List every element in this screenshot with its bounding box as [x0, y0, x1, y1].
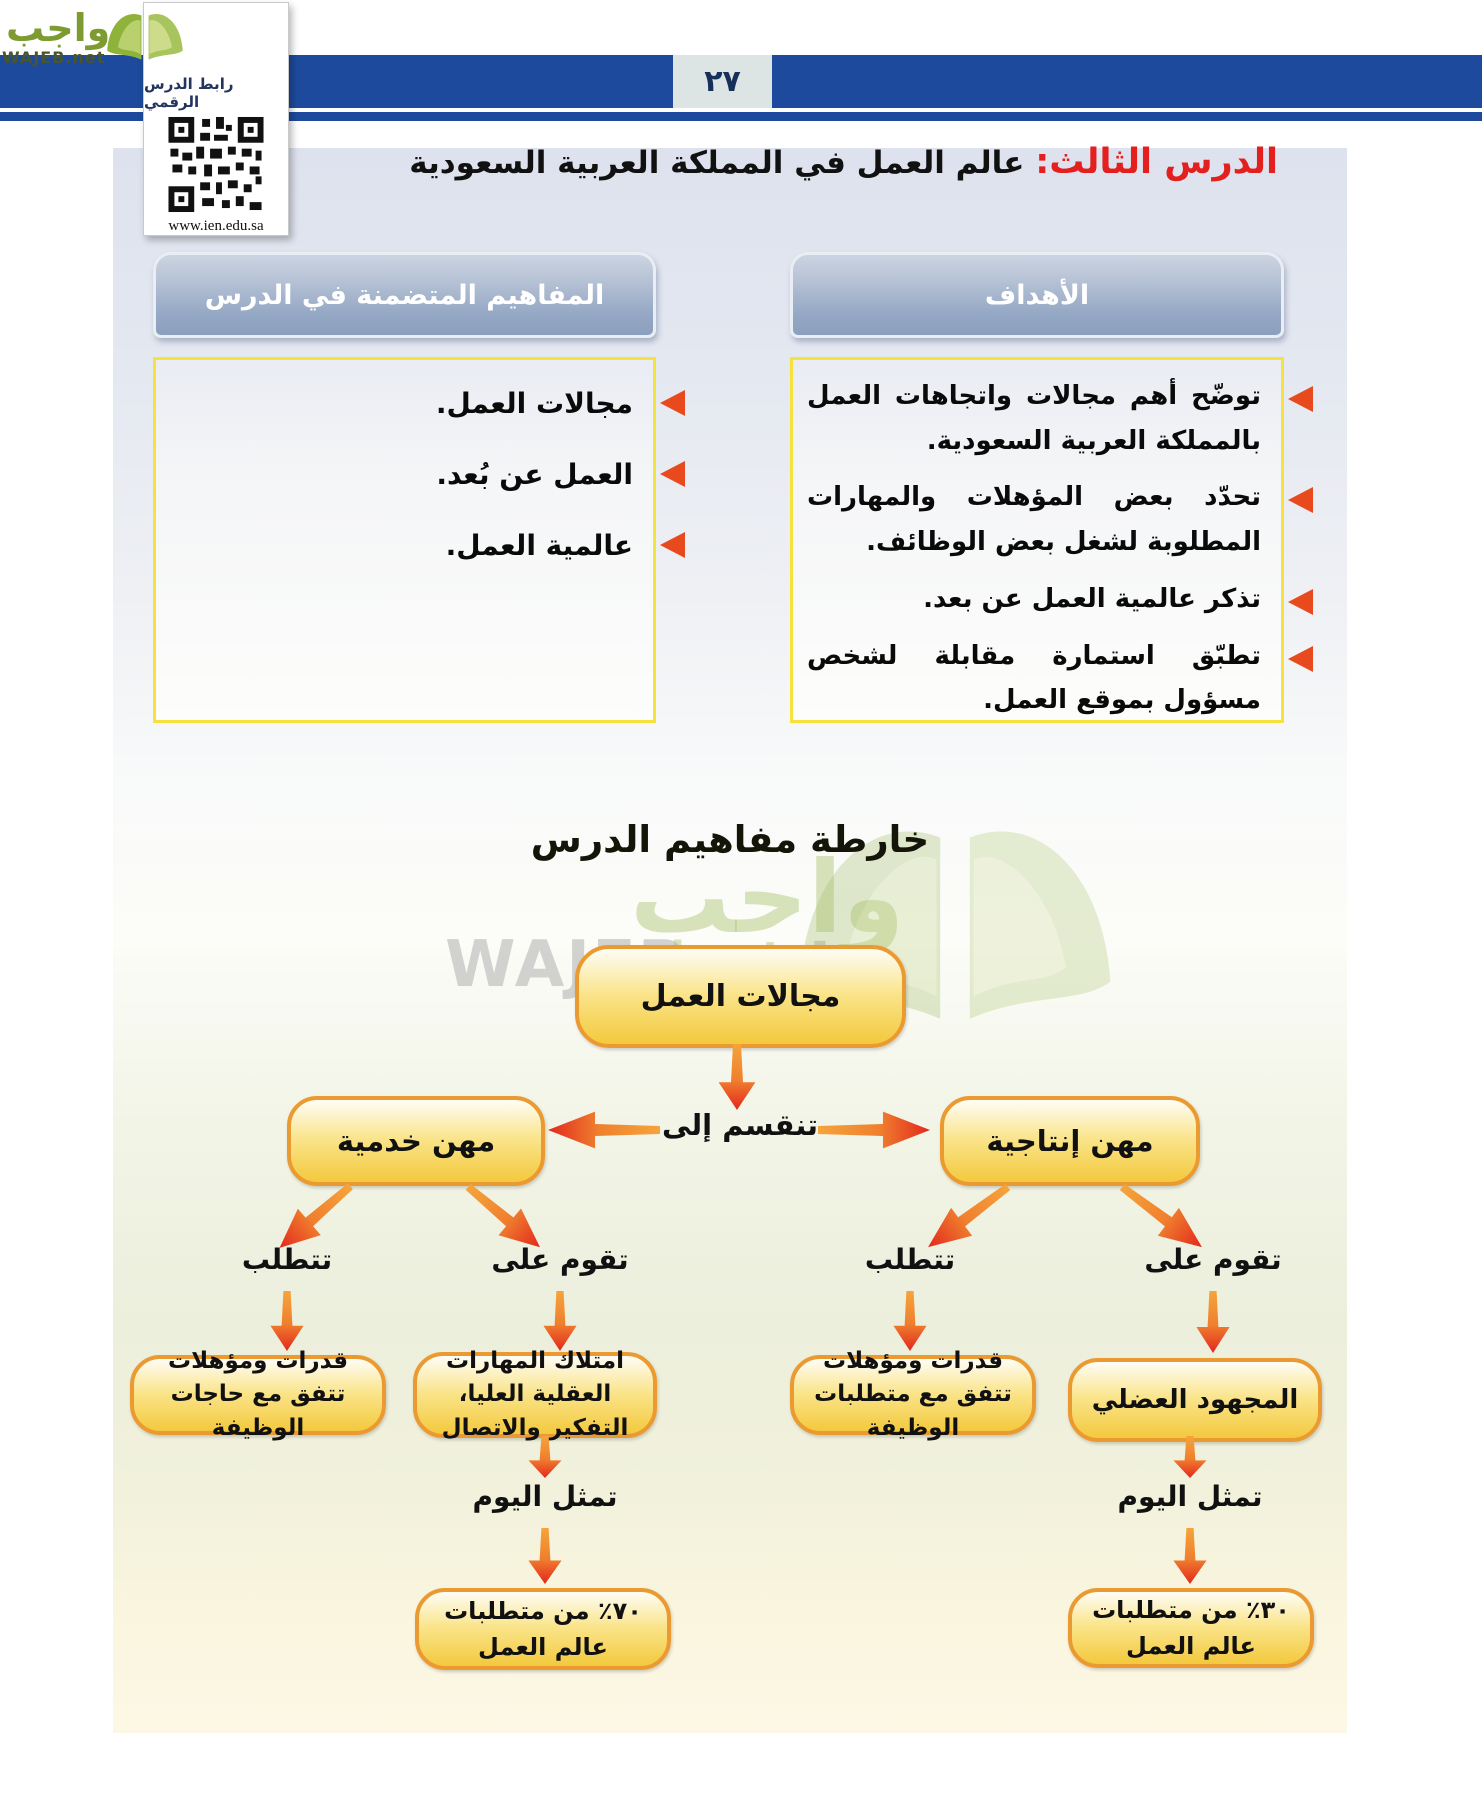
- concepts-list: مجالات العمل. العمل عن بُعد. عالمية العم…: [156, 360, 685, 569]
- objective-item: توضّح أهم مجالات واتجاهات العمل بالمملكة…: [807, 374, 1313, 463]
- objective-text: تحدّد بعض المؤهلات والمهارات المطلوبة لش…: [807, 482, 1261, 558]
- map-label-based-on-right: تقوم على: [1144, 1243, 1282, 1276]
- qr-caption: رابط الدرس الرقمي: [144, 75, 234, 111]
- wajeb-logo-latin: WAJEB.net: [2, 48, 106, 67]
- map-node-service-based: امتلاك المهارات العقلية العليا، التفكير …: [413, 1348, 657, 1441]
- map-label-requires-right: تتطلب: [864, 1243, 956, 1276]
- bullet-triangle-icon: [1288, 588, 1313, 615]
- map-node-service-jobs: مهن خدمية: [287, 1096, 545, 1186]
- bullet-triangle-icon: [1288, 487, 1313, 514]
- map-node-30-percent: ٣٠٪ من متطلبات عالم العمل: [1068, 1588, 1314, 1668]
- concept-item: العمل عن بُعد.: [170, 453, 685, 498]
- map-label-requires-left: تتطلب: [241, 1243, 333, 1276]
- objectives-header: الأهداف: [790, 252, 1284, 338]
- concepts-box: مجالات العمل. العمل عن بُعد. عالمية العم…: [153, 357, 685, 723]
- bullet-triangle-icon: [1288, 645, 1313, 672]
- lesson-number-label: الدرس الثالث:: [1035, 142, 1278, 182]
- objective-text: تطبّق استمارة مقابلة لشخص مسؤول بموقع ال…: [807, 640, 1261, 716]
- bullet-triangle-icon: [660, 460, 685, 487]
- qr-code: [166, 115, 266, 214]
- map-title: خارطة مفاهيم الدرس: [530, 818, 930, 861]
- map-node-work-fields: مجالات العمل: [575, 945, 906, 1048]
- open-book-icon: [107, 14, 183, 60]
- map-node-productive-requires: قدرات ومؤهلات تتفق مع متطلبات الوظيفة: [790, 1348, 1036, 1441]
- page-number: ٢٧: [673, 55, 772, 108]
- bullet-triangle-icon: [660, 531, 685, 558]
- lesson-title-text: عالم العمل في المملكة العربية السعودية: [409, 145, 1025, 181]
- wajeb-logo-arabic: واجب: [6, 6, 111, 50]
- map-label-today-left: تمثل اليوم: [472, 1480, 618, 1513]
- map-node-70-percent: ٧٠٪ من متطلبات عالم العمل: [415, 1588, 671, 1670]
- top-bar-thin: [0, 112, 1482, 121]
- map-node-muscular-effort: المجهود العضلي: [1068, 1358, 1322, 1442]
- objective-text: توضّح أهم مجالات واتجاهات العمل بالمملكة…: [807, 381, 1261, 456]
- concept-text: العمل عن بُعد.: [436, 457, 633, 491]
- map-label-based-on-left: تقوم على: [491, 1243, 629, 1276]
- lesson-title: الدرس الثالث: عالم العمل في المملكة العر…: [409, 142, 1278, 182]
- objective-text: تذكر عالمية العمل عن بعد.: [923, 583, 1261, 614]
- concept-item: عالمية العمل.: [170, 524, 685, 569]
- qr-url: www.ien.edu.sa: [168, 218, 264, 234]
- concept-text: مجالات العمل.: [435, 387, 633, 420]
- objectives-list: توضّح أهم مجالات واتجاهات العمل بالمملكة…: [793, 360, 1313, 723]
- bullet-triangle-icon: [660, 390, 685, 416]
- objective-item: تطبّق استمارة مقابلة لشخص مسؤول بموقع ال…: [807, 634, 1313, 723]
- objectives-box: توضّح أهم مجالات واتجاهات العمل بالمملكة…: [790, 357, 1313, 723]
- concept-item: مجالات العمل.: [170, 382, 685, 427]
- map-node-productive-jobs: مهن إنتاجية: [940, 1096, 1200, 1186]
- objective-item: تذكر عالمية العمل عن بعد.: [807, 577, 1313, 622]
- map-label-divides-into: تنقسم إلى: [661, 1108, 819, 1142]
- objective-item: تحدّد بعض المؤهلات والمهارات المطلوبة لش…: [807, 475, 1313, 564]
- bullet-triangle-icon: [1288, 386, 1313, 412]
- concepts-header: المفاهيم المتضمنة في الدرس: [153, 252, 656, 338]
- map-node-service-requires: قدرات ومؤهلات تتفق مع حاجات الوظيفة: [130, 1348, 386, 1441]
- concept-text: عالمية العمل.: [445, 528, 633, 562]
- map-label-today-right: تمثل اليوم: [1117, 1480, 1263, 1513]
